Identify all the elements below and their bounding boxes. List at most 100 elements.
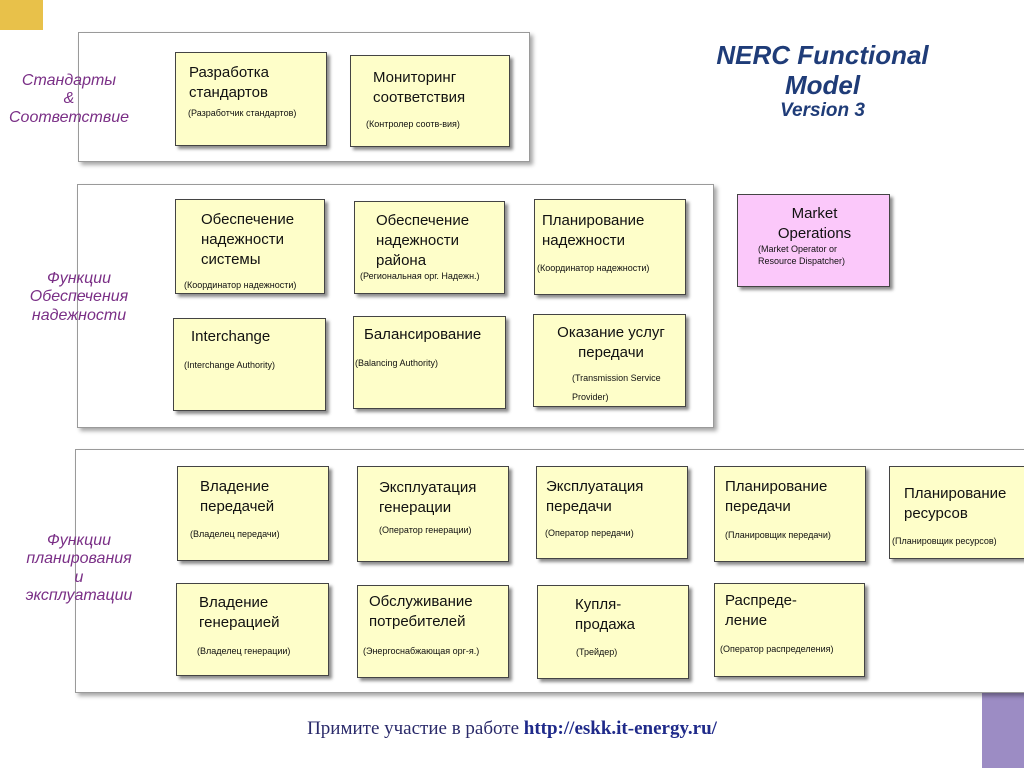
box-title: Купля-продажа [575,595,635,635]
text-line: (Оператор передачи) [545,528,634,538]
text-line: генерацией [199,614,280,631]
footer-link[interactable]: http://eskk.it-energy.ru/ [523,718,717,739]
text-line: Планирование [542,212,645,229]
text-line: района [376,252,427,269]
text-line: передачи [578,344,644,361]
text-line: Мониторинг [373,69,457,86]
box-title: Эксплуатация передачи [546,477,643,517]
diagram-title: NERC Functional Model Version 3 [690,40,955,122]
text-line: Стандарты [21,72,117,89]
text-line: Обеспечение [376,212,470,229]
title-line1: NERC Functional [716,40,929,70]
box-role: (Оператор передачи) [545,527,634,539]
text-line: Эксплуатация [379,479,477,496]
text-line: передачи [546,498,612,515]
box-role: (Планировщик ресурсов) [892,535,997,547]
text-line: системы [201,251,261,268]
footer-text: Примите участие в работе [307,718,524,739]
text-line: надежности [201,231,284,248]
text-line: Оказание услуг [557,324,665,341]
text-line: (Оператор распределения) [720,644,834,654]
box-title: Балансирование [364,325,481,345]
text-line: (Interchange Authority) [184,360,276,370]
box-role: (Координатор надежности) [184,279,296,291]
box-role: (Трейдер) [576,646,617,658]
text-line: (Transmission Service [572,373,661,383]
box-title: Обслуживание потребителей [369,592,473,632]
text-line: (Координатор надежности) [184,280,297,290]
text-line: Распреде- [725,592,797,609]
box-role: (Оператор генерации) [379,524,472,536]
text-line: Обеспечение [201,211,295,228]
box-role: (Market Operator or Resource Dispatcher) [758,243,845,267]
box-role: (Balancing Authority) [355,357,438,369]
text-line: (Координатор надежности) [537,263,650,273]
text-line: (Планировщик ресурсов) [892,536,997,546]
box-generator-owner: Владение генерацией (Владелец генерации) [176,583,329,676]
group-label-standards: Стандарты&Соответствие [0,72,138,127]
text-line: ресурсов [904,505,968,522]
box-balancing: Балансирование (Balancing Authority) [353,316,506,409]
text-line: (Оператор генерации) [379,525,472,535]
text-line: эксплуатации [25,587,133,605]
box-standards-developer: Разработка стандартов (Разработчик станда… [175,52,327,146]
text-line: (Владелец передачи) [190,529,280,539]
text-line: Владение [200,478,270,495]
text-line: продажа [575,616,635,633]
text-line: Соответствие [8,108,130,126]
text-line: Функции [46,270,112,287]
text-line: Разработка [189,64,269,81]
text-line: (Контролер соотв-вия) [366,119,460,129]
text-line: Владение [199,594,269,611]
box-role: (Оператор распределения) [720,643,834,655]
title-line3: Version 3 [780,100,865,121]
box-purchasing-selling: Купля-продажа (Трейдер) [537,585,689,679]
box-title: Interchange [191,327,270,347]
text-line: и [74,568,84,586]
text-line: (Планировщик передачи) [725,530,831,540]
text-line: Interchange [191,328,271,345]
text-line: (Владелец генерации) [197,646,291,656]
text-line: потребителей [369,613,466,630]
text-line: Operations [777,225,852,242]
text-line: Resource Dispatcher) [758,256,846,266]
text-line: планирования [26,550,132,568]
box-role: (Энергоснабжающая орг-я.) [363,645,479,657]
text-line: (Региональная орг. Надежн.) [360,271,480,281]
box-role: (Interchange Authority) [184,359,275,371]
text-line: (Balancing Authority) [355,358,439,368]
box-role: (Разработчик стандартов) [188,107,296,119]
text-line: Обслуживание [369,593,473,610]
box-reliability-coordinator: Обеспечение надежности системы (Координато… [175,199,325,294]
box-distribution: Распреде-ление (Оператор распределения) [714,583,865,677]
box-role: (Контролер соотв-вия) [366,118,460,130]
text-line: (Market Operator or [758,244,838,254]
text-line: стандартов [189,84,268,101]
text-line: генерации [379,499,452,516]
box-load-serving: Обслуживание потребителей (Энергоснабжающ… [357,585,509,678]
box-title: Разработка стандартов [189,63,269,103]
box-title: Обеспечение надежности системы [201,210,294,270]
box-role: (Планировщик передачи) [725,529,831,541]
corner-accent [0,0,43,30]
text-line: (Трейдер) [576,647,618,657]
text-line: (Разработчик стандартов) [188,108,297,118]
text-line: Эксплуатация [546,478,644,495]
box-title: Владение генерацией [199,593,280,633]
